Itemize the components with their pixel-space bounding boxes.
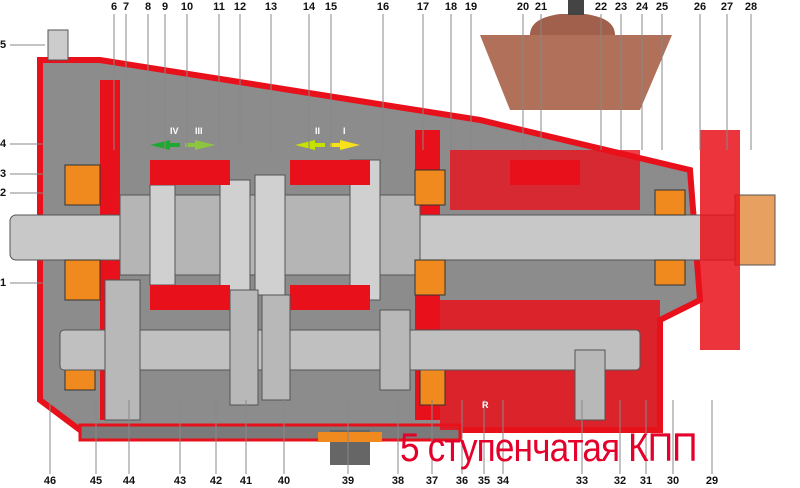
bearing (654, 259, 686, 286)
synchronizer (290, 285, 370, 310)
countershaft (59, 329, 641, 371)
bearing (654, 189, 686, 216)
callout-label: 21 (534, 1, 548, 13)
release-rod (568, 0, 584, 15)
callout-label: 31 (639, 475, 653, 487)
callout-label: 29 (705, 475, 719, 487)
drain-plug-washer (318, 432, 382, 442)
diagram-title: 5 ступенчатая КПП (400, 426, 697, 470)
callout-label: 3 (0, 168, 7, 180)
callout-label: 10 (180, 1, 194, 13)
gear (149, 184, 176, 286)
callout-label: 20 (516, 1, 530, 13)
callout-label: 39 (341, 475, 355, 487)
countershaft-gear (379, 309, 411, 391)
callout-label: 23 (614, 1, 628, 13)
callout-label: 40 (277, 475, 291, 487)
gear-mark-iv: IV (170, 126, 179, 136)
callout-label: 30 (666, 475, 680, 487)
callout-label: 42 (209, 475, 223, 487)
synchronizer (150, 160, 230, 185)
breather (47, 29, 69, 61)
gear (219, 179, 251, 291)
shift-arrows (150, 140, 360, 150)
callout-label: 33 (575, 475, 589, 487)
callout-label: 5 (0, 39, 7, 51)
callout-label: 28 (744, 1, 758, 13)
countershaft-gear (574, 349, 606, 421)
callout-label: 6 (110, 1, 118, 13)
callout-label: 18 (444, 1, 458, 13)
callout-label: 43 (173, 475, 187, 487)
gear (254, 174, 286, 296)
countershaft-gear (104, 279, 141, 421)
callout-label: 8 (144, 1, 152, 13)
arrow-right-icon (195, 140, 215, 150)
callout-label: 7 (122, 1, 130, 13)
callout-label: 17 (416, 1, 430, 13)
callout-label: 41 (239, 475, 253, 487)
gear-mark-ii: II (315, 126, 321, 136)
countershaft-gear (229, 289, 259, 406)
gear-mark-iii: III (195, 126, 203, 136)
callout-label: 45 (89, 475, 103, 487)
callout-label: 1 (0, 277, 7, 289)
callout-label: 27 (720, 1, 734, 13)
synchronizer (150, 285, 230, 310)
callout-label: 9 (161, 1, 169, 13)
callout-label: 44 (122, 475, 136, 487)
arrow-left-icon (295, 140, 315, 150)
leader-lines (10, 14, 752, 474)
callout-label: 12 (233, 1, 247, 13)
countershaft-gear (261, 294, 291, 401)
callout-label: 11 (213, 1, 225, 13)
bearing (414, 169, 446, 206)
callout-label: 2 (0, 187, 7, 199)
callout-label: 37 (425, 475, 439, 487)
clutch-bell-top (530, 14, 615, 35)
callout-label: 24 (635, 1, 649, 13)
gear-mark-r: R (482, 400, 489, 410)
synchronizer (290, 160, 370, 185)
bearing (419, 369, 446, 406)
callout-label: 26 (693, 1, 707, 13)
synchronizer (510, 160, 580, 185)
callout-label: 14 (302, 1, 316, 13)
callout-label: 16 (376, 1, 390, 13)
callout-label: 15 (324, 1, 338, 13)
callout-label: 4 (0, 138, 7, 150)
callout-label: 46 (43, 475, 57, 487)
callout-label: 38 (391, 475, 405, 487)
arrow-right-icon (340, 140, 360, 150)
rear-cover-section (700, 130, 740, 350)
callout-label: 22 (594, 1, 608, 13)
callout-label: 36 (455, 475, 469, 487)
output-flange (734, 194, 776, 266)
bearing (414, 259, 446, 296)
callout-label: 34 (496, 475, 510, 487)
bearing (64, 259, 101, 301)
gear-mark-i: I (343, 126, 346, 136)
callout-label: 35 (477, 475, 491, 487)
bearing (64, 164, 101, 206)
callout-label: 19 (464, 1, 478, 13)
callout-label: 32 (613, 475, 627, 487)
callout-label: 25 (655, 1, 669, 13)
callout-label: 13 (264, 1, 278, 13)
clutch-bell-housing (480, 35, 672, 110)
